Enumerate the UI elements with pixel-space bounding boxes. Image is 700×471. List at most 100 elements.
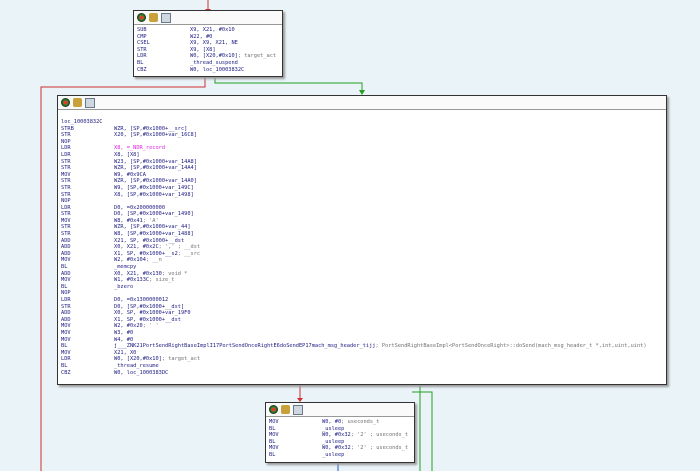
color-icon[interactable] [269, 405, 278, 414]
mnemonic: STR [61, 211, 71, 218]
mnemonic: LDR [61, 204, 71, 211]
mnemonic: MOV [269, 432, 279, 439]
operands: X9, X21, #0x10 [190, 27, 235, 33]
instruction-line[interactable]: BL_usleep [269, 426, 411, 433]
color-icon[interactable] [137, 13, 146, 22]
instruction-line[interactable]: BL_thread_resume [61, 363, 663, 370]
block-label[interactable]: loc_10003832C [61, 118, 103, 125]
mnemonic: LDR [61, 356, 71, 363]
hand-icon[interactable] [73, 98, 82, 107]
instruction-line[interactable]: STR WZR, [SP,#0x1000+var_14A4] [61, 165, 663, 172]
instruction-line[interactable]: NOP [61, 198, 663, 205]
operands: X0, X21, #0x130 [114, 270, 162, 277]
operands: j___ZNK21PortSendRightBaseImplI17PortSen… [114, 343, 376, 350]
operands: W0, loc_10003832C [190, 66, 245, 73]
mnemonic: LDR [61, 151, 71, 158]
instruction-line[interactable]: NOP [61, 139, 663, 146]
instruction-line[interactable]: BL_usleep [269, 452, 411, 459]
instruction-line[interactable]: BL_memcpy [61, 264, 663, 271]
graph-overview-icon[interactable] [85, 97, 95, 108]
operands: WZR, [SP,#0x1000+__src] [114, 125, 188, 132]
operands: X21, SP, #0x1000+__dst [114, 237, 185, 244]
operands: _usleep [322, 451, 345, 458]
mnemonic: STR [61, 158, 71, 165]
instruction-line[interactable]: LDR D0, =0x200000000 [61, 205, 663, 212]
edge-false-top [40, 76, 206, 471]
operands: W2, #0x20 [114, 323, 143, 330]
mnemonic: MOV [61, 217, 71, 224]
hand-icon[interactable] [149, 13, 158, 22]
operands: X1, SP, #0x1000+__s2 [114, 250, 178, 257]
mnemonic: STR [61, 184, 71, 191]
operands: WZR, [SP,#0x1000+var_14A4] [114, 165, 197, 172]
operands: D0, =0x1300000012 [114, 297, 169, 304]
instruction-line[interactable]: BL_usleep [269, 439, 411, 446]
graph-overview-icon[interactable] [293, 404, 303, 415]
mnemonic: LDR [61, 145, 71, 152]
operands: D0, =0x200000000 [114, 204, 166, 211]
operands: X21, X0 [114, 349, 137, 356]
instruction-line[interactable]: BL_thread_suspend [137, 60, 279, 67]
instruction-line[interactable]: BL_bzero [61, 284, 663, 291]
mnemonic: BL [61, 264, 68, 271]
mnemonic: MOV [269, 419, 279, 425]
mnemonic: CBZ [137, 66, 147, 73]
mnemonic: STR [61, 178, 71, 185]
mnemonic: BL [269, 438, 276, 445]
comment: ; target_act [237, 53, 277, 60]
mnemonic: ADD [61, 310, 71, 317]
operands: W22, #0 [190, 33, 213, 40]
mnemonic: STR [61, 165, 71, 172]
operands: WZR, [SP,#0x1000+var_44] [114, 224, 191, 231]
hand-icon[interactable] [281, 405, 290, 414]
color-icon[interactable] [61, 98, 70, 107]
mnemonic: MOV [269, 445, 279, 452]
instruction-line[interactable]: CBZ W0, loc_10003832C [137, 67, 279, 74]
instruction-line[interactable]: NOP [61, 290, 663, 297]
mnemonic: MOV [61, 277, 71, 284]
graph-overview-icon[interactable] [161, 12, 171, 23]
